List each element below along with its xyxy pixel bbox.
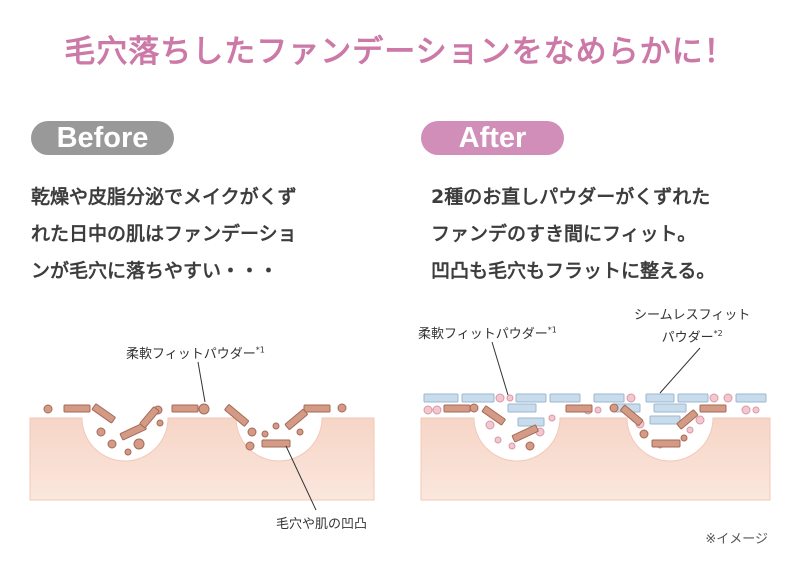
after-badge: After	[421, 121, 564, 155]
after-seamless-label: シームレスフィット パウダー*2	[634, 308, 751, 346]
after-line-1: 2種のお直しパウダーがくずれた	[431, 186, 711, 208]
before-line-2: れた日中の肌はファンデーショ	[31, 223, 297, 245]
before-line-3: ンが毛穴に落ちやすい・・・	[31, 260, 279, 282]
page-title: 毛穴落ちしたファンデーションをなめらかに！	[64, 34, 736, 70]
image-note: ※イメージ	[705, 532, 768, 547]
after-powder-particles	[423, 393, 767, 451]
after-description: 2種のお直しパウダーがくずれた ファンデのすき間にフィット。 凹凸も毛穴もフラッ…	[431, 179, 771, 290]
after-powder-label: 柔軟フィットパウダー*1	[418, 325, 557, 342]
after-skin-surface	[420, 417, 771, 501]
after-line-3: 凹凸も毛穴もフラットに整える。	[431, 260, 716, 282]
after-line-2: ファンデのすき間にフィット。	[431, 223, 697, 245]
before-badge: Before	[31, 121, 174, 155]
before-description: 乾燥や皮脂分泌でメイクがくず れた日中の肌はファンデーショ ンが毛穴に落ちやすい…	[31, 179, 371, 290]
before-line-1: 乾燥や皮脂分泌でメイクがくず	[31, 186, 297, 208]
before-pore-label: 毛穴や肌の凹凸	[276, 517, 368, 532]
before-powder-label: 柔軟フィットパウダー*1	[126, 345, 265, 362]
before-powder-particles	[43, 403, 347, 456]
before-skin-surface	[29, 417, 375, 501]
